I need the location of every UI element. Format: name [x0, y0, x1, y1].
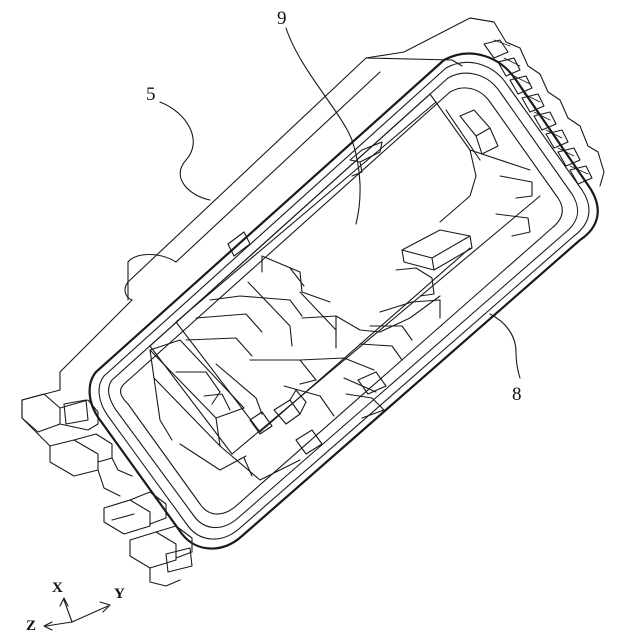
axis-label-y: Y — [114, 586, 125, 602]
axis-label-z: Z — [26, 618, 36, 634]
axis-label-x: X — [52, 580, 63, 596]
reference-label-9: 9 — [277, 8, 287, 29]
axis-triad: X Y Z — [26, 580, 125, 634]
outer-housing — [22, 18, 494, 446]
leader-lines — [160, 28, 520, 378]
reference-label-5: 5 — [146, 84, 156, 105]
front-rim — [90, 54, 598, 549]
left-mounting-lugs — [22, 394, 192, 586]
reference-label-8: 8 — [512, 384, 522, 405]
internal-cavities — [150, 94, 540, 480]
